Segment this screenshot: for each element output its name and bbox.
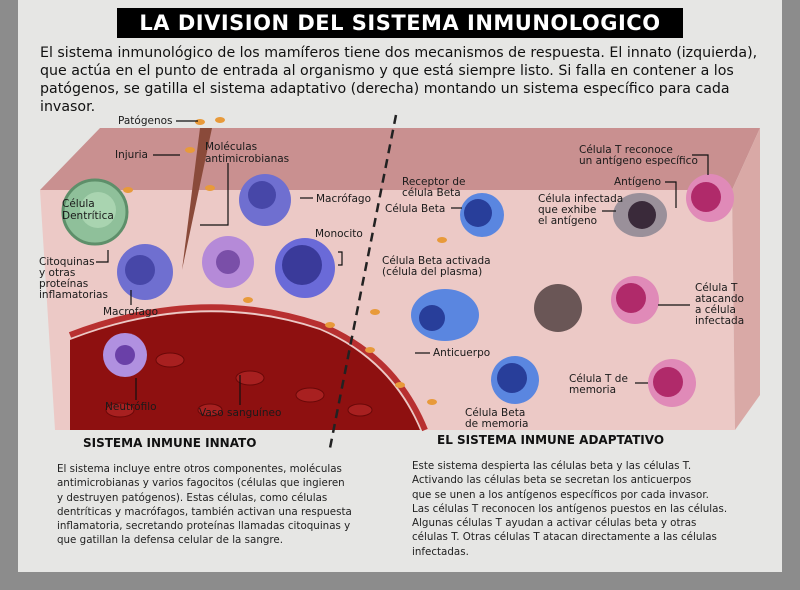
label-beta-activada: Célula Beta activada — [382, 255, 491, 267]
monocyte-cell — [275, 238, 335, 298]
label-celula-infectada: que exhibe — [538, 204, 596, 216]
text-line: Algunas células T ayudan a activar célul… — [412, 517, 697, 530]
dying-infected-cell — [534, 284, 582, 332]
text-line: El sistema incluye entre otros component… — [57, 463, 342, 475]
neutrophil-cell — [103, 333, 147, 377]
label-t-reconoce: un antígeno específico — [579, 155, 698, 167]
memory-b-cell — [491, 356, 539, 404]
label-citoquinas: Citoquinas — [39, 256, 95, 268]
text-line: infectadas. — [412, 545, 469, 558]
label-beta-activada: (célula del plasma) — [382, 266, 482, 278]
memory-t-cell — [648, 359, 696, 407]
infected-cell — [613, 193, 667, 237]
label-patogenos: Patógenos — [118, 115, 173, 127]
label-celula-beta: Célula Beta — [385, 203, 445, 215]
macrophage-cell — [117, 244, 173, 300]
text-line: inflamatoria, secretando proteínas llama… — [57, 520, 351, 533]
injury-wound — [182, 128, 212, 270]
label-injuria: Injuria — [115, 149, 148, 161]
label-antigeno: Antígeno — [614, 176, 661, 188]
b-cell — [460, 193, 504, 237]
label-celula-dentritica: Célula — [62, 198, 95, 210]
innate-heading: SISTEMA INMUNE INNATO — [83, 436, 257, 450]
label-anticuerpo: Anticuerpo — [433, 347, 490, 359]
label-neutrofilo: Neutrófilo — [105, 401, 157, 413]
text-line: antimicrobianas y varios fagocitos (célu… — [57, 477, 345, 490]
label-moleculas: antimicrobianas — [205, 153, 289, 165]
text-line: Las células T reconocen los antígenos pu… — [412, 502, 728, 515]
innate-description: El sistema incluye entre otros component… — [57, 462, 352, 548]
adaptive-description: Este sistema despierta las células beta … — [412, 459, 727, 559]
label-citoquinas: proteínas — [39, 278, 88, 290]
label-moleculas: Moléculas — [205, 141, 257, 153]
label-beta-memoria: de memoria — [465, 418, 528, 430]
text-line: que gatillan la defensa celular de la sa… — [57, 534, 283, 547]
text-line: dentríticas y macrófagos, también activa… — [57, 505, 352, 518]
text-line: células T. Otras células T atacan direct… — [412, 531, 717, 544]
page-title: LA DIVISION DEL SISTEMA INMUNOLOGICO — [117, 8, 683, 38]
label-monocito: Monocito — [315, 228, 363, 240]
label-beta-memoria: Célula Beta — [465, 407, 525, 419]
text-line: y destruyen patógenos). Estas células, c… — [57, 491, 328, 504]
t-cell-recognizing — [686, 174, 734, 222]
label-receptor: Receptor de — [402, 176, 466, 188]
adaptive-heading: EL SISTEMA INMUNE ADAPTATIVO — [437, 433, 665, 447]
plasma-cell — [411, 289, 479, 341]
label-vaso-sanguineo: Vaso sanguíneo — [199, 407, 281, 419]
label-t-memoria: Célula T de — [569, 373, 628, 385]
label-t-atacando: atacando — [695, 293, 744, 305]
intro-text: El sistema inmunológico de los mamíferos… — [40, 45, 758, 115]
label-celula-dentritica: Dentrítica — [62, 210, 114, 222]
macrophage-cell — [239, 174, 291, 226]
label-t-atacando: a célula — [695, 304, 736, 316]
label-citoquinas: y otras — [39, 267, 75, 279]
label-macrofago: Macrófago — [316, 193, 371, 205]
label-macrofago-bottom: Macrofago — [103, 306, 158, 318]
label-celula-infectada: Célula infectada — [538, 193, 623, 205]
leader-lines — [96, 120, 709, 405]
label-t-memoria: memoria — [569, 384, 616, 396]
phagocyte-cell — [202, 236, 254, 288]
label-citoquinas: inflamatorias — [39, 289, 108, 301]
label-t-atacando: infectada — [695, 315, 744, 327]
divider-line — [328, 114, 398, 449]
red-blood-cells — [105, 352, 373, 418]
label-receptor: célula Beta — [402, 187, 461, 199]
label-t-atacando: Célula T — [695, 282, 738, 294]
dendritic-cell — [61, 178, 129, 246]
pathogens — [123, 117, 447, 405]
t-cell-attacking — [611, 276, 659, 324]
tissue-side-face — [732, 128, 760, 430]
text-line: Activando las células beta se secretan l… — [412, 474, 692, 487]
text-line: Este sistema despierta las células beta … — [412, 460, 692, 472]
tissue-top-face — [40, 128, 760, 190]
text-line: que se unen a los antígenos específicos … — [412, 488, 709, 501]
label-t-reconoce: Célula T reconoce — [579, 144, 673, 156]
label-celula-infectada: el antígeno — [538, 215, 597, 227]
